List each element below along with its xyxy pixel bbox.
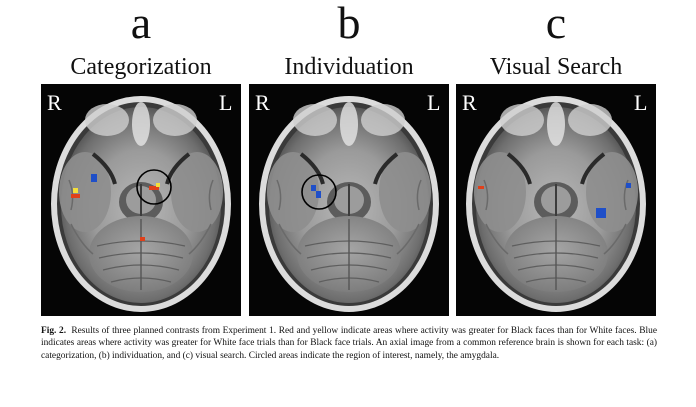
amygdala-roi-circle <box>136 169 172 205</box>
figure-caption-lead: Fig. 2. <box>41 326 67 336</box>
panel-letter: c <box>545 0 567 48</box>
brain-scan-axial: R L <box>41 84 241 316</box>
activation-red <box>149 186 159 190</box>
activation-blue <box>596 208 606 218</box>
right-hemisphere-label: R <box>462 90 477 115</box>
left-hemisphere-label: L <box>634 90 647 115</box>
activation-yellow <box>156 183 160 187</box>
panel-letter: a <box>130 0 152 48</box>
figure-caption: Fig. 2. Results of three planned contras… <box>41 325 657 362</box>
activation-yellow <box>73 188 78 193</box>
activation-blue <box>626 183 631 188</box>
left-hemisphere-label: L <box>219 90 232 115</box>
activation-red <box>478 186 484 189</box>
activation-blue <box>316 191 321 198</box>
amygdala-roi-circle <box>301 174 337 210</box>
activation-red <box>140 237 145 241</box>
figure-caption-text: Results of three planned contrasts from … <box>41 326 657 361</box>
panel-letter: b <box>337 0 361 48</box>
activation-red <box>71 194 80 198</box>
right-hemisphere-label: R <box>47 90 62 115</box>
brain-scan-axial: R L <box>456 84 656 316</box>
left-hemisphere-label: L <box>427 90 440 115</box>
brain-scan-axial: R L <box>249 84 449 316</box>
right-hemisphere-label: R <box>255 90 270 115</box>
activation-blue <box>91 174 97 182</box>
panel-title: Individuation <box>284 54 414 80</box>
activation-blue <box>311 185 316 191</box>
panel-title: Visual Search <box>489 54 623 80</box>
panel-title: Categorization <box>70 54 212 80</box>
